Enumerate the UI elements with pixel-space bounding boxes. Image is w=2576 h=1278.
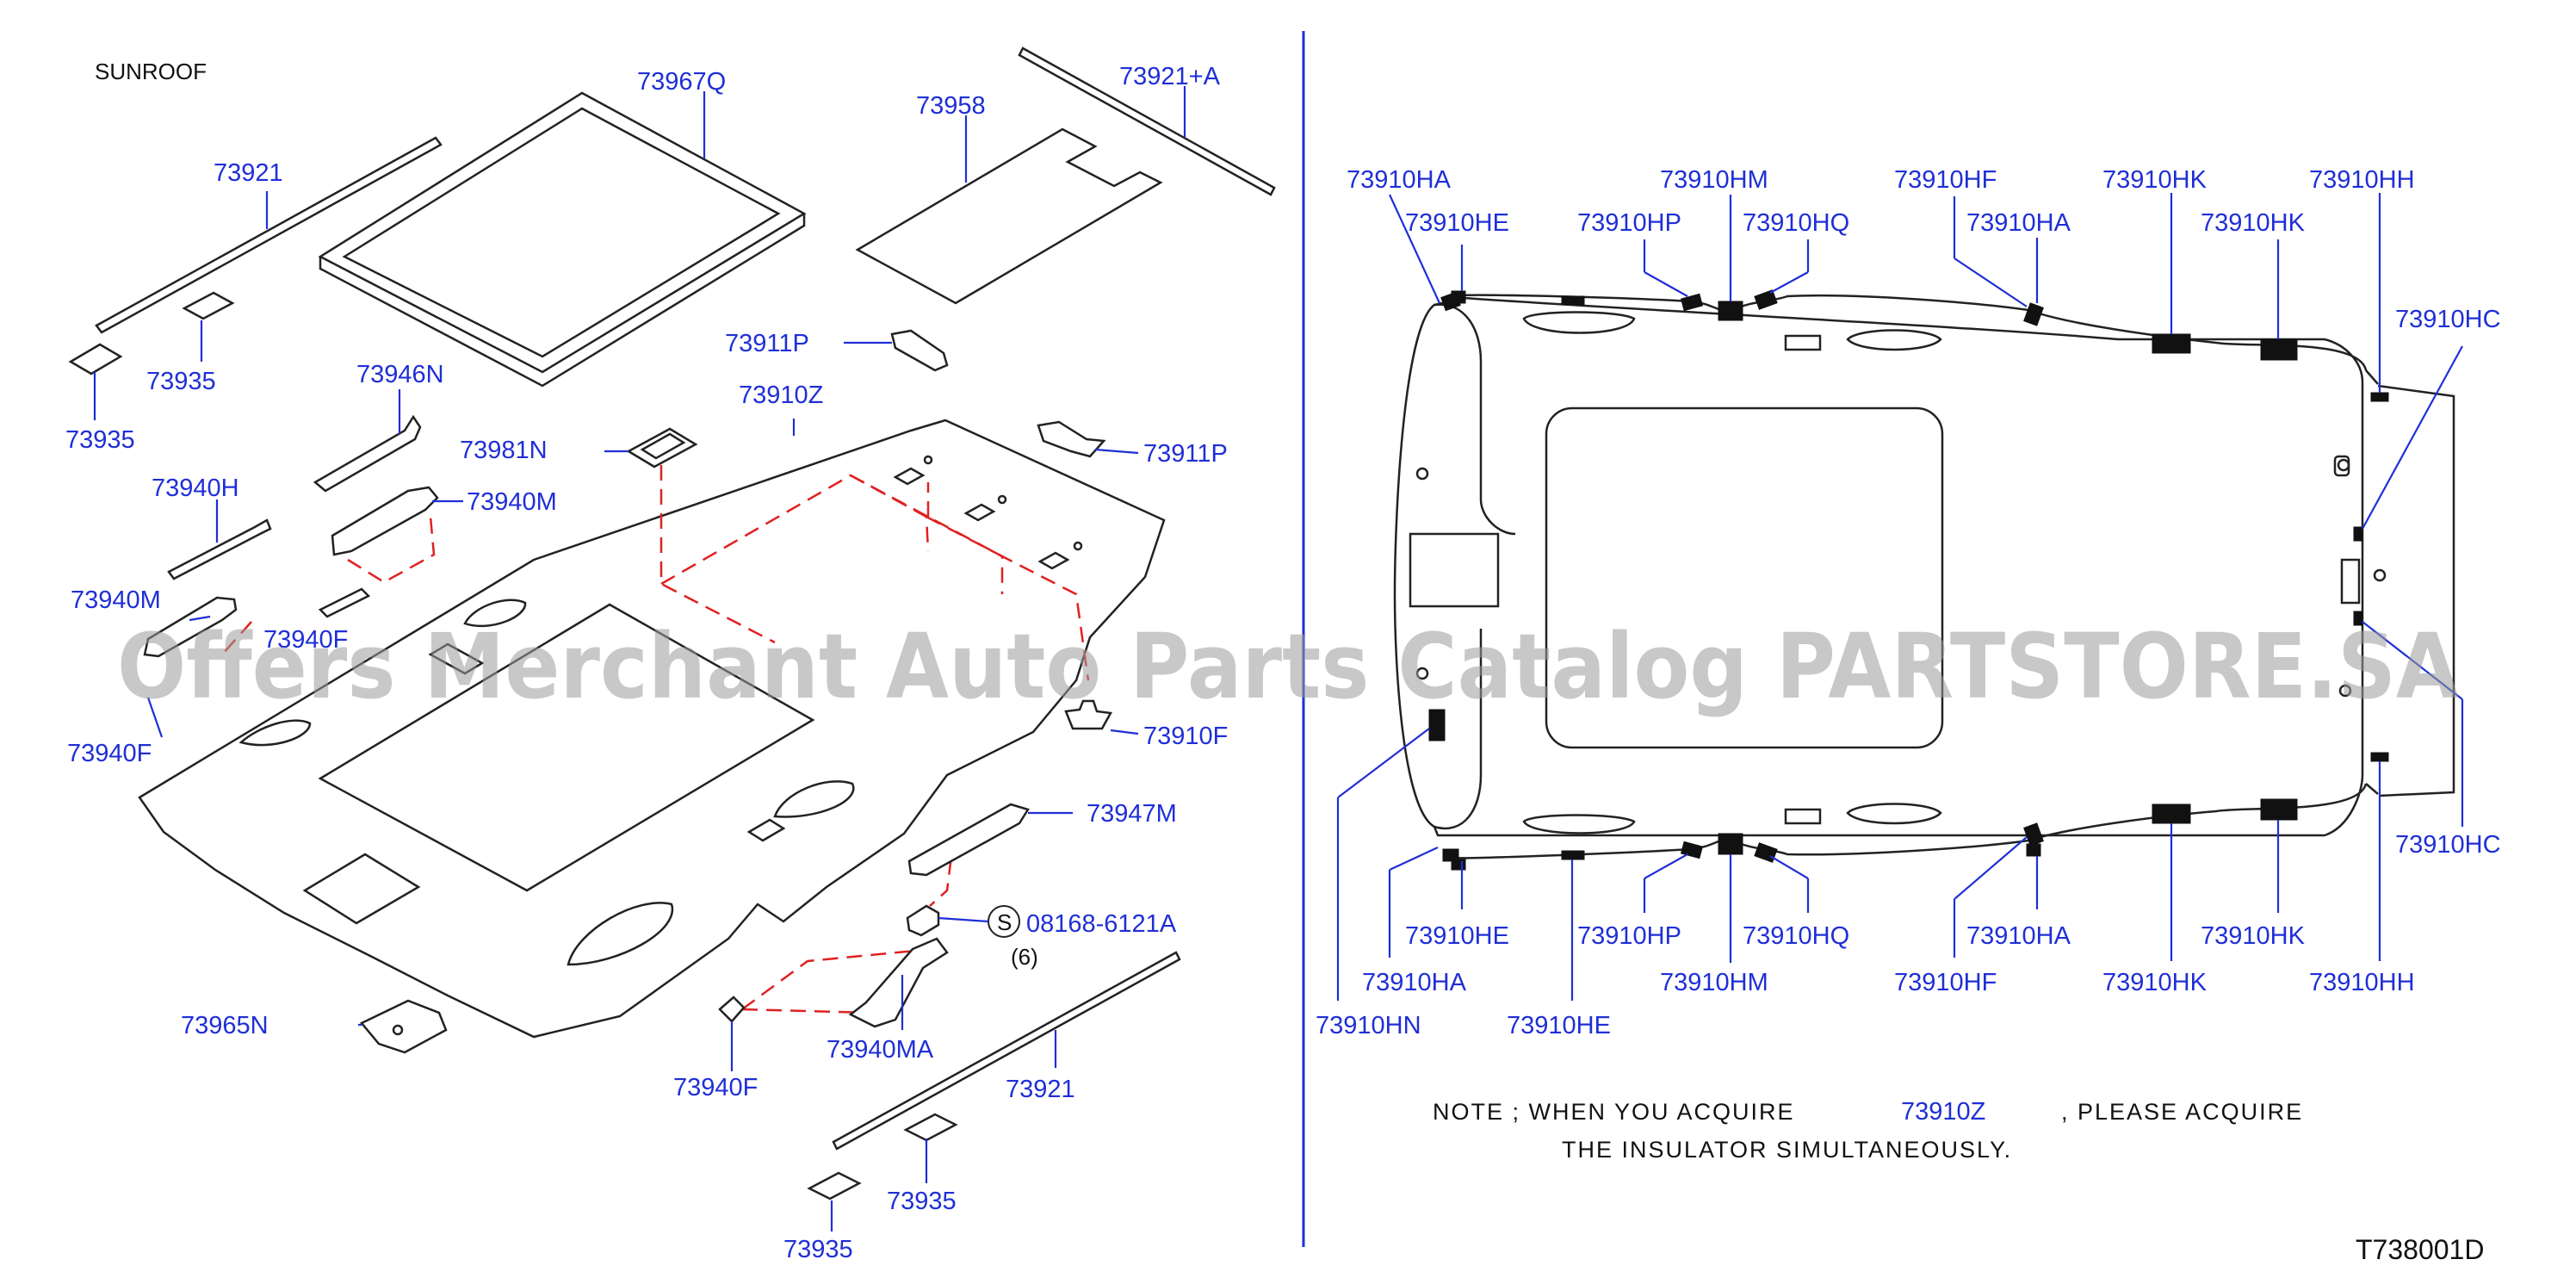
note-line1-suffix: , PLEASE ACQUIRE [2061,1099,2303,1125]
label-73935-d: 73935 [783,1236,853,1263]
diagram-id: T738001D [2356,1234,2484,1265]
bracket-73947M [907,803,1030,877]
label-73910HK-4: 73910HK [2201,922,2306,950]
sunroof-opening-outline [1545,406,1944,749]
note-line1-prefix: NOTE ; WHEN YOU ACQUIRE [1433,1099,1795,1125]
right-labels: 73910HA 73910HE 73910HM 73910HP 73910HQ … [1316,166,2501,1039]
note-line1-part: 73910Z [1901,1098,1985,1126]
label-73940F-b: 73940F [67,740,152,767]
label-73965N: 73965N [181,1012,269,1039]
label-73910HE-1: 73910HE [1405,209,1509,237]
adhesive-pads-73935 [68,291,958,1200]
headlining-73910Z [138,419,1166,1039]
sunroof-molding-strips [95,47,1276,1151]
assist-grips [143,486,439,658]
label-73910Z: 73910Z [739,382,823,409]
label-73910HE-2: 73910HE [1405,922,1509,950]
label-73911P-b: 73911P [1143,440,1228,468]
bolt-quantity: (6) [1011,944,1038,970]
harness-wire-bottom [1446,783,2368,859]
label-73981N: 73981N [460,437,548,464]
label-73910HF-1: 73910HF [1894,166,1997,194]
label-73910HA-1: 73910HA [1347,166,1452,194]
headlining-outline-top-view [1393,296,2364,837]
label-73940M-b: 73940M [71,586,161,614]
clip-73910F [1064,699,1112,730]
label-73910HQ-1: 73910HQ [1743,209,1849,237]
left-panel-drawing [68,47,1276,1200]
label-73958: 73958 [916,92,986,120]
dashed-guides [221,465,1090,1014]
label-73910HK-2: 73910HK [2201,209,2306,237]
label-73910HM-2: 73910HM [1660,969,1768,996]
left-leader-lines [93,86,1186,1231]
label-73935-c: 73935 [887,1188,957,1215]
label-73910HH-2: 73910HH [2309,969,2415,996]
harness-connectors [1428,289,2389,871]
right-leader-lines [1336,193,2464,1001]
note-block: NOTE ; WHEN YOU ACQUIRE 73910Z , PLEASE … [1433,1098,2303,1163]
label-73946N: 73946N [356,361,444,388]
label-73910HN: 73910HN [1316,1012,1421,1039]
bolt [906,904,940,937]
label-73910HA-3: 73910HA [1362,969,1467,996]
label-73910HE-3: 73910HE [1507,1012,1611,1039]
label-73910F: 73910F [1143,723,1228,750]
label-73910HM-1: 73910HM [1660,166,1768,194]
label-73940MA: 73940MA [827,1036,934,1064]
label-73910HP-1: 73910HP [1577,209,1681,237]
watermark-text: Offers Merchant Auto Parts Catalog PARTS… [117,614,2459,719]
label-73910HH-1: 73910HH [2309,166,2415,194]
label-73910HQ-2: 73910HQ [1743,922,1849,950]
label-73910HP-2: 73910HP [1577,922,1681,950]
harness-wire-rear [2377,384,2455,797]
label-73911P-a: 73911P [725,330,809,357]
label-08168-6121A: 08168-6121A [1026,910,1177,938]
label-73940H: 73940H [152,475,239,502]
label-73921-top: 73921 [214,159,283,187]
left-labels: SUNROOF 73967Q 73921+A 73958 73921 73935… [65,59,1228,1263]
label-73967Q: 73967Q [637,68,726,96]
note-line2: THE INSULATOR SIMULTANEOUSLY. [1562,1137,2012,1163]
bolt-symbol-letter: S [997,909,1012,935]
label-73921-bottom: 73921 [1006,1076,1075,1103]
holder-73965N [360,999,448,1054]
harness-wire-top [1446,294,2368,371]
insulator-73958 [855,127,1163,305]
label-73910HF-2: 73910HF [1894,969,1997,996]
section-title: SUNROOF [95,59,207,84]
map-lamp-73981N [626,427,698,468]
label-73940F-a: 73940F [263,626,348,654]
label-73910HA-2: 73910HA [1966,209,2071,237]
label-73910HC-2: 73910HC [2395,831,2501,859]
label-73910HK-1: 73910HK [2102,166,2208,194]
right-panel-drawing [1393,289,2455,871]
label-73921A: 73921+A [1119,63,1221,90]
sunroof-frame-73967Q [318,91,807,388]
label-73910HA-4: 73910HA [1966,922,2071,950]
label-73935-b: 73935 [65,426,135,454]
label-73935-a: 73935 [146,368,216,395]
brackets [313,329,1106,493]
label-73947M: 73947M [1087,800,1177,828]
grip-73940MA [718,937,949,1028]
label-73940F-c: 73940F [673,1074,758,1101]
label-73940M-a: 73940M [467,488,557,516]
label-73910HK-3: 73910HK [2102,969,2208,996]
label-73910HC-1: 73910HC [2395,306,2501,333]
